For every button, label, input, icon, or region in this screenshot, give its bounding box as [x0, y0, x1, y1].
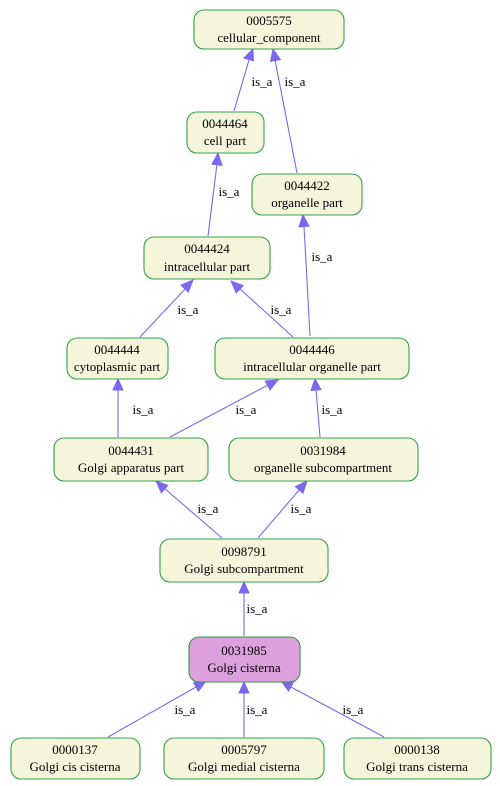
edge-label: is_a	[178, 302, 199, 317]
edge-0044464-to-0005575: is_a	[233, 47, 273, 112]
edge-line	[303, 225, 311, 337]
node-id: 0000137	[52, 742, 98, 757]
edge-line	[238, 287, 294, 338]
edge-0044431-to-0044444: is_a	[112, 377, 154, 437]
arrowhead	[294, 480, 308, 494]
node-label: Golgi apparatus part	[78, 460, 185, 475]
edge-0044446-to-0044422: is_a	[298, 213, 333, 337]
node-id: 0005575	[246, 13, 292, 28]
node-0031985[interactable]: 0031985 Golgi cisterna	[188, 636, 301, 683]
edge-label: is_a	[271, 302, 292, 317]
edge-0044444-to-0044424: is_a	[139, 279, 199, 338]
node-label: cytoplasmic part	[74, 359, 161, 374]
node-id: 0044446	[289, 342, 335, 357]
node-label: cellular_component	[217, 30, 321, 45]
edge-label: is_a	[343, 702, 364, 717]
node-0000138[interactable]: 0000138 Golgi trans cisterna	[343, 737, 492, 780]
arrowhead	[238, 580, 250, 594]
edge-label: is_a	[312, 249, 333, 264]
node-0044424[interactable]: 0044424 intracellular part	[143, 236, 271, 280]
edge-line	[257, 488, 301, 539]
edge-label: is_a	[291, 501, 312, 516]
edge-label: is_a	[219, 184, 240, 199]
edge-label: is_a	[236, 402, 257, 417]
node-0044444[interactable]: 0044444 cytoplasmic part	[66, 337, 169, 380]
edge-0031984-to-0044446: is_a	[310, 377, 343, 438]
node-id: 0031984	[300, 443, 346, 458]
node-id: 0031985	[221, 643, 267, 658]
node-label: organelle part	[271, 195, 343, 210]
edge-line	[163, 487, 223, 539]
arrowhead	[155, 480, 169, 494]
edge-0000137-to-0031985: is_a	[107, 680, 208, 738]
edge-label: is_a	[247, 601, 268, 616]
edge-0044422-to-0005575: is_a	[269, 47, 306, 174]
arrowhead	[298, 213, 310, 228]
node-label: intracellular part	[164, 259, 251, 274]
edge-line	[233, 59, 250, 112]
edge-0098791-to-0044431: is_a	[155, 480, 223, 539]
node-label: organelle subcompartment	[254, 460, 392, 475]
edge-0044431-to-0044446: is_a	[169, 379, 280, 438]
edge-line	[139, 287, 187, 338]
node-id: 0044431	[108, 443, 154, 458]
node-id: 0044424	[184, 241, 230, 256]
edge-label: is_a	[247, 702, 268, 717]
arrowhead	[310, 377, 322, 392]
node-id: 0005797	[221, 742, 267, 757]
node-id: 0044444	[94, 342, 140, 357]
edge-label: is_a	[175, 702, 196, 717]
node-label: Golgi medial cisterna	[188, 759, 300, 774]
arrowhead	[180, 279, 194, 293]
node-label: intracellular organelle part	[243, 359, 381, 374]
node-0031984[interactable]: 0031984 organelle subcompartment	[228, 437, 419, 482]
arrowhead	[112, 377, 124, 391]
edge-label: is_a	[285, 74, 306, 89]
node-label: Golgi cis cisterna	[30, 759, 121, 774]
node-0005575[interactable]: 0005575 cellular_component	[193, 9, 345, 50]
node-0044422[interactable]: 0044422 organelle part	[251, 173, 363, 216]
edge-label: is_a	[322, 402, 343, 417]
edge-0005797-to-0031985: is_a	[238, 680, 268, 737]
node-0044431[interactable]: 0044431 Golgi apparatus part	[53, 437, 209, 482]
arrowhead	[211, 151, 223, 166]
edge-0044446-to-0044424: is_a	[230, 280, 294, 338]
edge-0098791-to-0031984: is_a	[257, 480, 312, 539]
node-0098791[interactable]: 0098791 Golgi subcompartment	[159, 538, 329, 583]
node-id: 0044464	[202, 116, 248, 131]
arrowhead	[269, 47, 282, 63]
edge-label: is_a	[252, 74, 273, 89]
node-label: Golgi subcompartment	[184, 561, 304, 576]
node-0044464[interactable]: 0044464 cell part	[186, 111, 265, 154]
edge-line	[274, 59, 298, 174]
edge-line	[169, 384, 269, 438]
arrowhead	[230, 280, 244, 294]
edge-label: is_a	[133, 402, 154, 417]
node-label: Golgi cisterna	[207, 660, 281, 675]
node-0044446[interactable]: 0044446 intracellular organelle part	[214, 337, 410, 380]
edge-line	[315, 389, 321, 438]
node-0000137[interactable]: 0000137 Golgi cis cisterna	[10, 737, 141, 780]
node-id: 0044422	[284, 178, 330, 193]
edge-0044424-to-0044464: is_a	[207, 151, 240, 237]
edge-label: is_a	[198, 501, 219, 516]
edge-0031985-to-0098791: is_a	[238, 580, 268, 636]
node-0005797[interactable]: 0005797 Golgi medial cisterna	[163, 737, 325, 780]
arrowhead	[238, 680, 250, 694]
node-id: 0098791	[221, 544, 267, 559]
edge-line	[107, 686, 197, 738]
arrowhead	[264, 379, 280, 391]
edge-line	[290, 686, 385, 738]
node-label: Golgi trans cisterna	[366, 759, 468, 774]
edge-0000138-to-0031985: is_a	[279, 680, 385, 738]
arrowhead	[242, 47, 255, 62]
edge-line	[207, 163, 218, 237]
node-id: 0000138	[394, 742, 440, 757]
node-label: cell part	[204, 133, 247, 148]
